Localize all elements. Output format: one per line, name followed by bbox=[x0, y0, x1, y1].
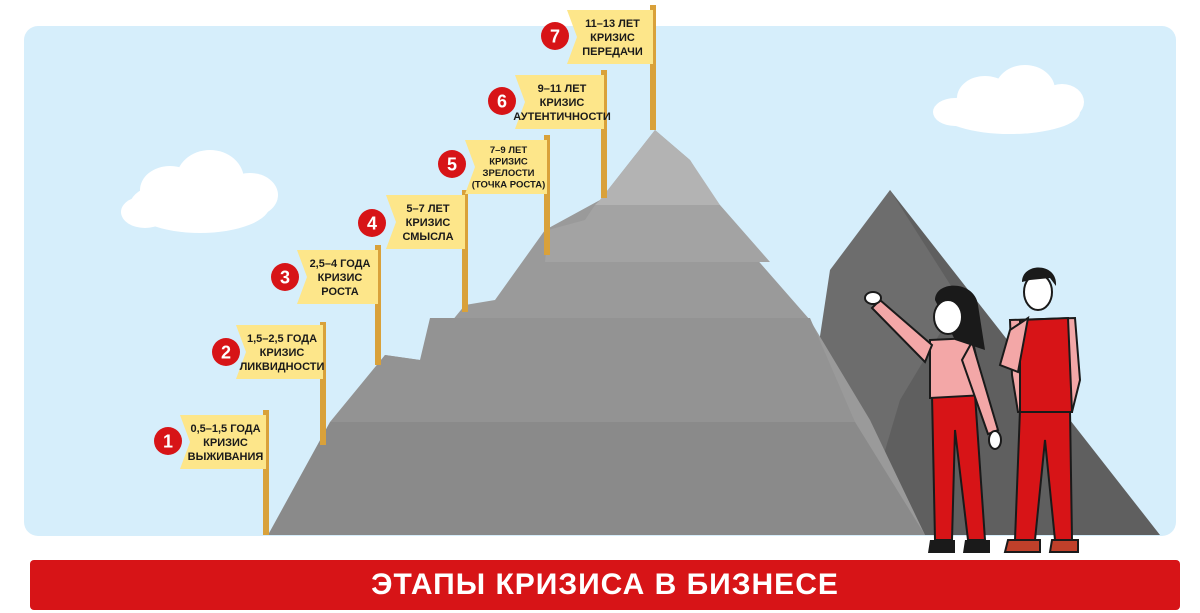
stage-number-badge bbox=[488, 87, 516, 115]
stage-label-line: ЛИКВИДНОСТИ bbox=[240, 361, 325, 373]
stage-label-line: РОСТА bbox=[321, 286, 358, 298]
flag-pole bbox=[320, 322, 326, 445]
mountain-band-5 bbox=[268, 422, 925, 535]
stage-label-line: 0,5–1,5 ГОДА bbox=[190, 423, 260, 435]
flag-banner bbox=[567, 10, 653, 64]
flag-pole bbox=[375, 245, 381, 365]
stage-label-line: КРИЗИС bbox=[489, 157, 528, 168]
mountain-band-top bbox=[595, 130, 720, 205]
stage-label-line: КРИЗИС bbox=[590, 32, 635, 44]
cloud-right bbox=[933, 65, 1084, 134]
flag-pole bbox=[462, 190, 468, 312]
man-figure bbox=[998, 267, 1082, 553]
stage-number-badge bbox=[271, 263, 299, 291]
stage-flag-3: 2,5–4 ГОДА КРИЗИС РОСТА 3 bbox=[271, 245, 381, 365]
stage-label-line: КРИЗИС bbox=[203, 437, 248, 449]
title-banner: ЭТАПЫ КРИЗИСА В БИЗНЕСЕ bbox=[30, 560, 1180, 610]
stage-label-line: КРИЗИС bbox=[540, 97, 585, 109]
stage-number: 3 bbox=[280, 268, 290, 288]
stage-label-line: ЗРЕЛОСТИ bbox=[483, 168, 535, 179]
flag-banner bbox=[465, 140, 547, 194]
stage-number-badge bbox=[212, 338, 240, 366]
stage-label-line: (ТОЧКА РОСТА) bbox=[472, 180, 546, 191]
stage-flag-2: 1,5–2,5 ГОДА КРИЗИС ЛИКВИДНОСТИ 2 bbox=[212, 322, 326, 445]
stage-label-line: 2,5–4 ГОДА bbox=[310, 258, 371, 270]
stage-label-line: КРИЗИС bbox=[260, 347, 305, 359]
stage-flag-1: 0,5–1,5 ГОДА КРИЗИС ВЫЖИВАНИЯ 1 bbox=[154, 410, 269, 535]
stage-label-line: ВЫЖИВАНИЯ bbox=[188, 451, 264, 463]
banner-title: ЭТАПЫ КРИЗИСА В БИЗНЕСЕ bbox=[371, 568, 839, 601]
stage-label-line: 5–7 ЛЕТ bbox=[406, 203, 449, 215]
stage-label-line: ПЕРЕДАЧИ bbox=[582, 46, 643, 58]
stage-number-badge bbox=[541, 22, 569, 50]
stage-label-line: 7–9 ЛЕТ bbox=[490, 145, 527, 156]
flag-banner bbox=[515, 75, 604, 129]
stage-label-line: 9–11 ЛЕТ bbox=[538, 83, 587, 95]
woman-figure bbox=[864, 285, 1002, 553]
stage-flags: 0,5–1,5 ГОДА КРИЗИС ВЫЖИВАНИЯ 1 1,5–2,5 ГОДА… bbox=[154, 5, 656, 535]
flag-pole bbox=[601, 70, 607, 198]
stage-label-line: КРИЗИС bbox=[318, 272, 363, 284]
flag-banner bbox=[297, 250, 378, 304]
flag-pole bbox=[544, 135, 550, 255]
stage-number: 6 bbox=[497, 92, 507, 112]
stage-label-line: 11–13 ЛЕТ bbox=[585, 18, 640, 30]
stage-label-line: КРИЗИС bbox=[406, 217, 451, 229]
stage-flag-6: 9–11 ЛЕТ КРИЗИС АУТЕНТИЧНОСТИ 6 bbox=[488, 70, 611, 198]
flag-pole bbox=[263, 410, 269, 535]
stage-number-badge bbox=[438, 150, 466, 178]
stage-label-line: 1,5–2,5 ГОДА bbox=[247, 333, 317, 345]
stage-number: 2 bbox=[221, 343, 231, 363]
flag-banner bbox=[236, 325, 323, 379]
flag-banner bbox=[386, 195, 465, 249]
stage-number: 4 bbox=[367, 214, 377, 234]
stage-number-badge bbox=[358, 209, 386, 237]
cloud-left bbox=[121, 150, 278, 233]
mountain-band-2 bbox=[545, 205, 770, 262]
stage-number: 7 bbox=[550, 27, 560, 47]
flag-banner bbox=[180, 415, 266, 469]
stage-number: 5 bbox=[447, 155, 457, 175]
stage-number: 1 bbox=[163, 432, 173, 452]
stage-number-badge bbox=[154, 427, 182, 455]
mountain-band-4 bbox=[330, 318, 855, 422]
stage-label-line: СМЫСЛА bbox=[402, 231, 453, 243]
stage-flag-4: 5–7 ЛЕТ КРИЗИС СМЫСЛА 4 bbox=[358, 190, 468, 312]
stage-flag-7: 11–13 ЛЕТ КРИЗИС ПЕРЕДАЧИ 7 bbox=[541, 5, 656, 130]
stage-label-line: АУТЕНТИЧНОСТИ bbox=[513, 111, 611, 123]
flag-pole bbox=[650, 5, 656, 130]
